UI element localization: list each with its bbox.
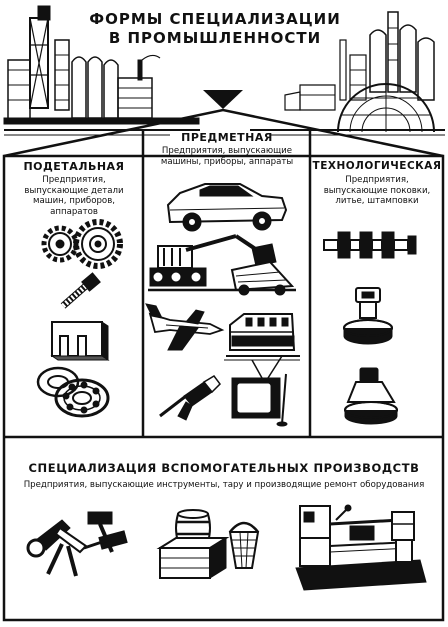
television-icon	[231, 355, 288, 427]
podetal-desc-line: машин, приборов,	[32, 196, 115, 206]
predmet-desc-line: Предприятия, выпускающие	[161, 146, 293, 156]
lathe-icon	[295, 504, 427, 591]
diagram-title-line2: В ПРОМЫШЛЕННОСТИ	[108, 29, 322, 47]
factory-left-icon	[3, 5, 200, 136]
predmet-desc-line: машины, приборы, аппараты	[160, 156, 294, 167]
auxiliary-heading: СПЕЦИАЛИЗАЦИЯ ВСПОМОГАТЕЛЬНЫХ ПРОИЗВОДСТ…	[28, 461, 420, 475]
basket-icon	[228, 521, 260, 569]
factory-right-icon	[250, 11, 445, 136]
casting-icon	[344, 367, 398, 425]
diagram-title-line1: ФОРМЫ СПЕЦИАЛИЗАЦИИ	[89, 10, 341, 28]
tools-icon	[26, 511, 128, 577]
diagram-frame	[2, 130, 445, 622]
tehnolog-desc-line: выпускающие поковки,	[323, 185, 431, 196]
barrel-crate-icon	[156, 509, 230, 579]
podetal-desc-line: выпускающие детали	[24, 185, 124, 196]
stamped-part-icon	[50, 321, 110, 361]
roof-lines	[3, 108, 444, 158]
podetal-desc-line: аппаратов	[50, 206, 98, 217]
podetal-heading: ПОДЕТАЛЬНАЯ	[23, 160, 125, 173]
airplane-icon	[145, 303, 225, 351]
locomotive-icon	[224, 313, 300, 361]
auxiliary-description: Предприятия, выпускающие инструменты, та…	[23, 480, 425, 490]
bolt-icon	[60, 272, 101, 309]
bearing-icon	[36, 366, 110, 418]
crankshaft-icon	[323, 231, 417, 259]
predmet-heading: ПРЕДМЕТНАЯ	[181, 131, 273, 144]
tehnolog-desc-line: Предприятия,	[345, 175, 409, 185]
pointer-triangle-icon	[203, 90, 243, 109]
car-icon	[166, 183, 288, 232]
predmet-description: Предприятия, выпускающие машины, приборы…	[146, 146, 308, 167]
podetal-description: Предприятия, выпускающие детали машин, п…	[8, 175, 140, 217]
tehnolog-heading: ТЕХНОЛОГИЧЕСКАЯ	[312, 160, 442, 172]
excavator-icon	[148, 234, 296, 296]
drill-icon	[159, 375, 221, 421]
tehnolog-desc-line: литье, штамповки	[335, 196, 419, 206]
tehnolog-description: Предприятия, выпускающие поковки, литье,…	[312, 175, 442, 207]
forging-punch-icon	[343, 287, 393, 345]
gears-icon	[41, 219, 123, 269]
podetal-desc-line: Предприятия,	[42, 175, 106, 185]
